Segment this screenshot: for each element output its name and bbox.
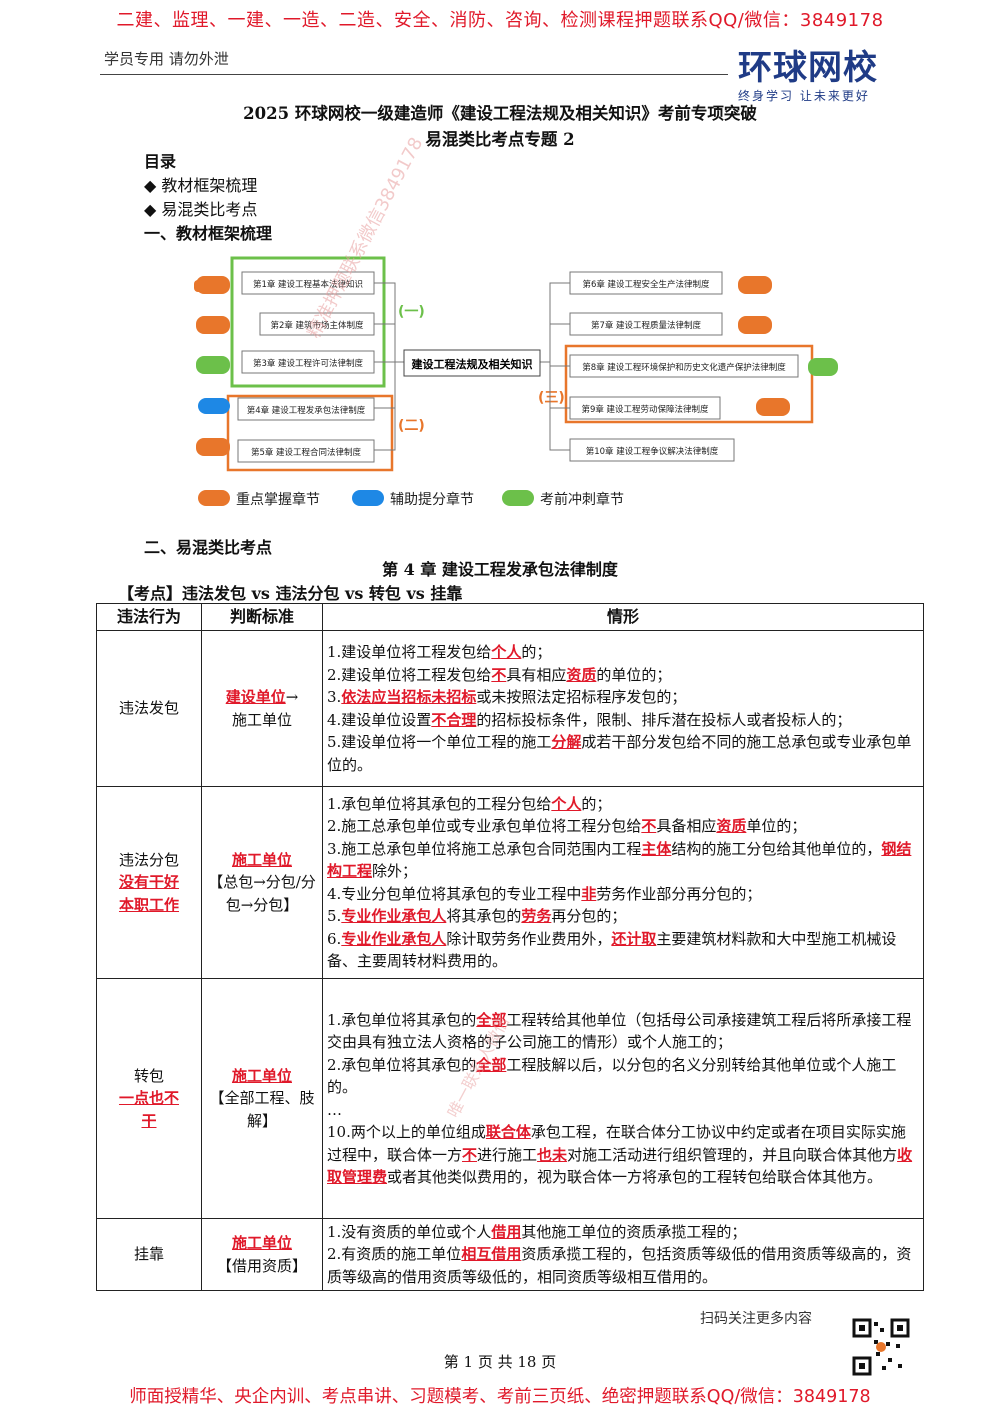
logo-name: 环球网校 xyxy=(738,48,878,88)
behavior-cell: 违法发包 xyxy=(96,630,202,787)
group2-box xyxy=(226,394,394,472)
chapter-node: 第1章 建设工程基本法律知识 xyxy=(253,279,363,290)
criterion-cell: 建设单位→施工单位 xyxy=(201,630,323,787)
legend-item: 重点掌握章节 xyxy=(236,491,320,508)
table-row: 违法发包 建设单位→施工单位 1.建设单位将工程发包给个人的； 2.建设单位将工… xyxy=(96,630,924,787)
header-divider xyxy=(100,74,728,75)
group2-label: (二) xyxy=(398,418,425,434)
table-header: 情形 xyxy=(322,603,924,631)
table-header: 违法行为 xyxy=(96,603,202,631)
toc-item: ◆ 教材框架梳理 xyxy=(144,176,258,195)
chapter-node: 第2章 建筑市场主体制度 xyxy=(270,320,364,331)
chapter-node: 第4章 建设工程发承包法律制度 xyxy=(247,405,366,416)
pointing-hand-icon xyxy=(194,276,838,456)
section-heading: 二、易混类比考点 xyxy=(144,538,273,557)
toc: 目录 ◆ 教材框架梳理 ◆ 易混类比考点 xyxy=(144,150,257,222)
scan-caption: 扫码关注更多内容 xyxy=(700,1311,812,1327)
chapter-node: 第10章 建设工程争议解决法律制度 xyxy=(586,446,719,457)
behavior-cell: 转包一点也不干 xyxy=(96,978,202,1219)
bottom-banner: 师面授精华、央企内训、考点串讲、习题模考、考前三页纸、绝密押题联系QQ/微信：3… xyxy=(129,1387,871,1407)
group3-box xyxy=(564,344,814,424)
table-row: 转包一点也不干 施工单位【全部工程、肢解】 1.承包单位将其承包的全部工程转给其… xyxy=(96,978,924,1219)
group3-label: (三) xyxy=(538,390,565,406)
subtag: 学员专用 请勿外泄 xyxy=(104,50,229,68)
chapter-node: 第8章 建设工程环境保护和历史文化遗产保护法律制度 xyxy=(582,362,786,373)
toc-item: ◆ 易混类比考点 xyxy=(144,200,258,219)
chapter-node: 第5章 建设工程合同法律制度 xyxy=(251,447,362,458)
chapter-node: 第3章 建设工程许可法律制度 xyxy=(253,358,364,369)
cases-cell: 1.建设单位将工程发包给个人的； 2.建设单位将工程发包给不具有相应资质的单位的… xyxy=(322,630,924,787)
legend-blue-hand-icon xyxy=(352,490,384,506)
chapter-node: 第6章 建设工程安全生产法律制度 xyxy=(582,279,710,290)
section-heading: 一、教材框架梳理 xyxy=(144,224,273,243)
chapter-node: 第9章 建设工程劳动保障法律制度 xyxy=(581,404,709,415)
legend-green-hand-icon xyxy=(502,490,534,506)
table-header-row: 违法行为 判断标准 情形 xyxy=(96,603,924,631)
kaodian-title: 【考点】违法发包 vs 违法分包 vs 转包 vs 挂靠 xyxy=(118,584,463,603)
criterion-cell: 施工单位【全部工程、肢解】 xyxy=(201,978,323,1219)
chapter-node: 第7章 建设工程质量法律制度 xyxy=(591,320,702,331)
comparison-table: 违法行为 判断标准 情形 违法发包 建设单位→施工单位 1.建设单位将工程发包给… xyxy=(96,603,924,1291)
group1-label: (一) xyxy=(398,304,425,320)
legend-item: 考前冲刺章节 xyxy=(540,491,624,508)
table-row: 挂靠 施工单位【借用资质】 1.没有资质的单位或个人借用其他施工单位的资质承揽工… xyxy=(96,1218,924,1291)
logo: 环球网校 终身学习 让未来更好 xyxy=(738,40,918,103)
table-header: 判断标准 xyxy=(201,603,323,631)
group1-box xyxy=(230,256,386,388)
toc-heading: 目录 xyxy=(144,152,177,171)
behavior-cell: 违法分包没有干好本职工作 xyxy=(96,786,202,979)
mindmap-center-box xyxy=(403,349,541,377)
chapter-title: 第 4 章 建设工程发承包法律制度 xyxy=(382,560,618,579)
legend-orange-hand-icon xyxy=(198,490,230,506)
mindmap-center: 建设工程法规及相关知识 xyxy=(412,357,533,371)
behavior-cell: 挂靠 xyxy=(96,1218,202,1291)
doc-title: 2025 环球网校一级建造师《建设工程法规及相关知识》考前专项突破 xyxy=(243,104,757,123)
top-banner: 二建、监理、一建、一造、二造、安全、消防、咨询、检测课程押题联系QQ/微信：38… xyxy=(116,10,884,31)
cases-cell: 1.承包单位将其承包的全部工程转给其他单位（包括母公司承接建筑工程后将所承接工程… xyxy=(322,978,924,1219)
legend-item: 辅助提分章节 xyxy=(390,491,474,508)
cases-cell: 1.没有资质的单位或个人借用其他施工单位的资质承揽工程的； 2.有资质的施工单位… xyxy=(322,1218,924,1291)
qr-code-icon xyxy=(852,1318,910,1376)
cases-cell: 1.承包单位将其承包的工程分包给个人的； 2.施工总承包单位或专业承包单位将工程… xyxy=(322,786,924,979)
doc-subtitle: 易混类比考点专题 2 xyxy=(425,130,575,149)
page-number: 第 1 页 共 18 页 xyxy=(443,1353,557,1371)
table-row: 违法分包没有干好本职工作 施工单位【总包→分包/分包→分包】 1.承包单位将其承… xyxy=(96,786,924,979)
criterion-cell: 施工单位【借用资质】 xyxy=(201,1218,323,1291)
criterion-cell: 施工单位【总包→分包/分包→分包】 xyxy=(201,786,323,979)
logo-slogan: 终身学习 让未来更好 xyxy=(738,89,870,103)
framework-mindmap: (一) (二) (三) 建设工程法规及相关知识 第1章 建设工程基本法律知识 第… xyxy=(194,256,838,508)
